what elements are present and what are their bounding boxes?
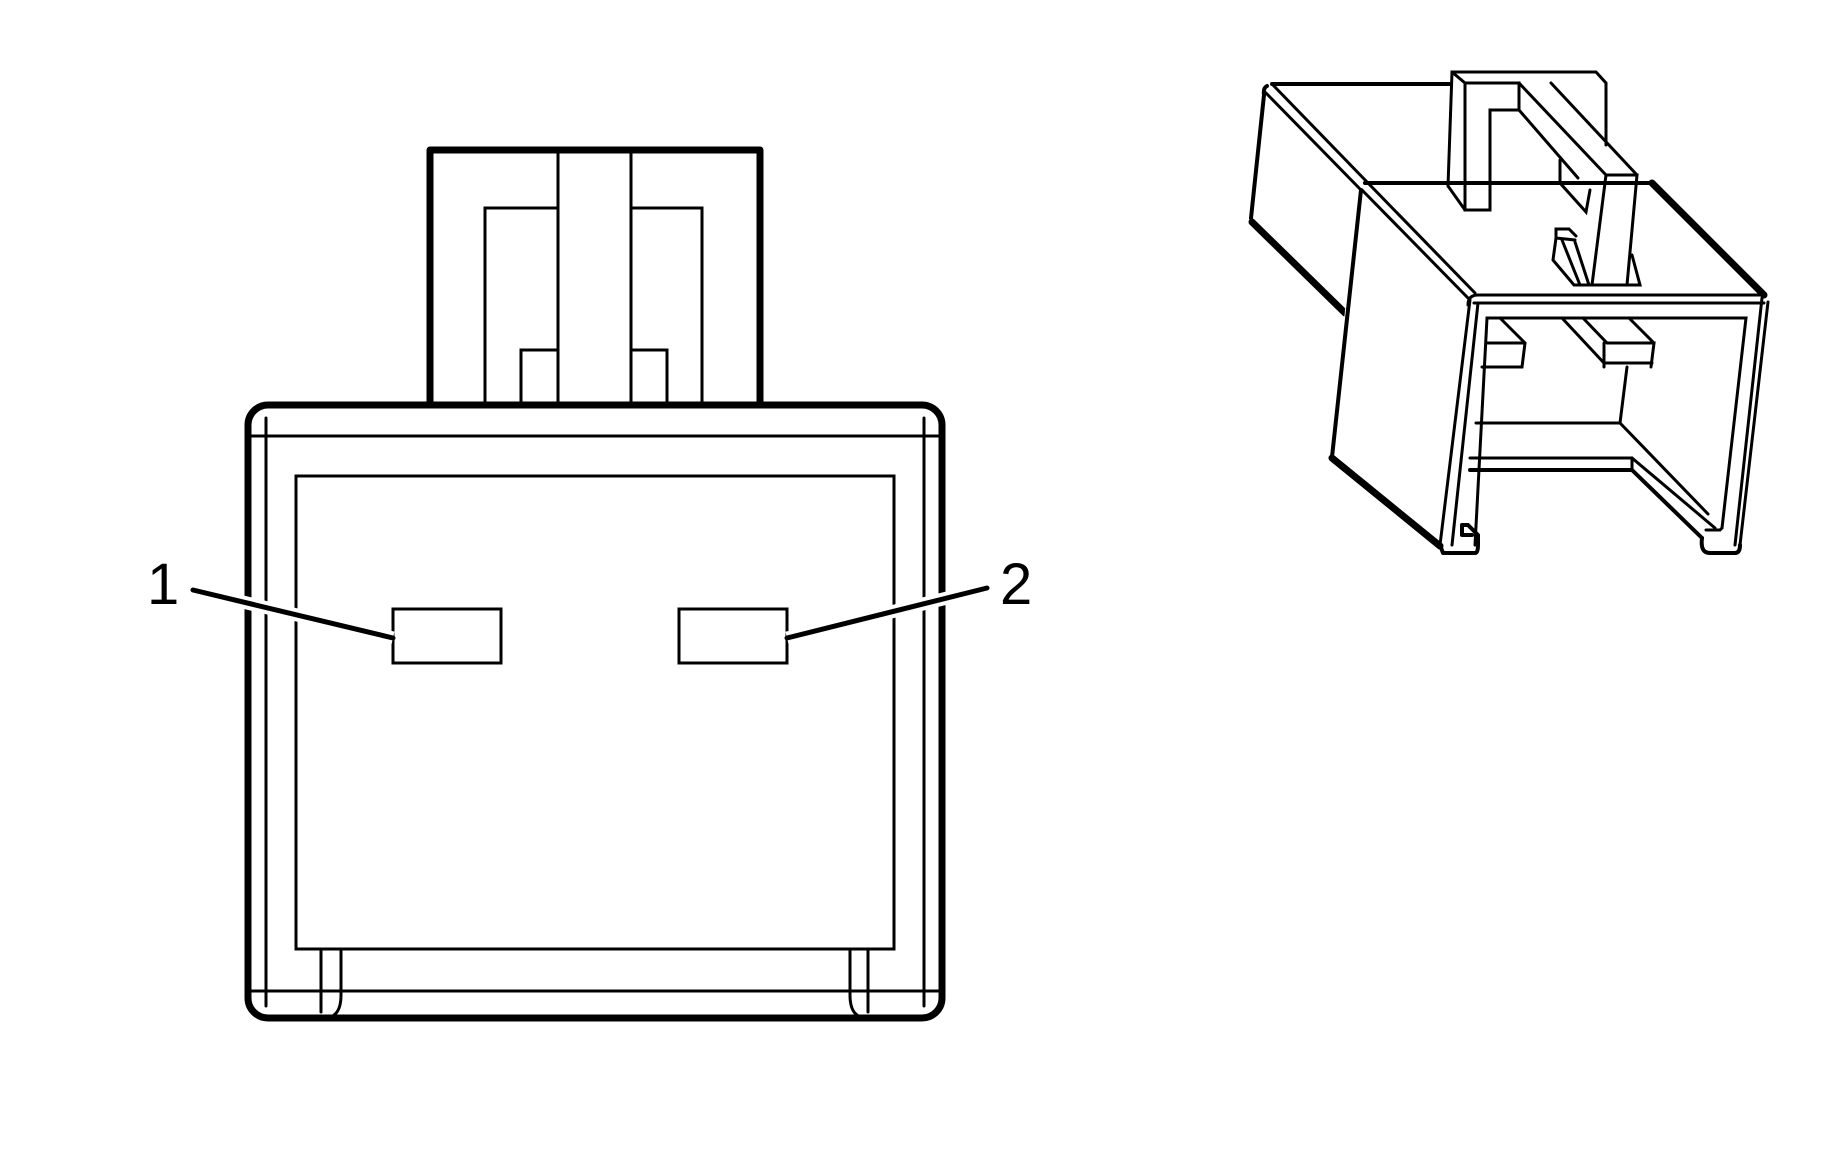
callout-label-2: 2	[1000, 552, 1032, 617]
callout-leader-1	[190, 583, 396, 645]
connector-face-view: 1 2	[147, 146, 1032, 1022]
rear-housing	[1248, 82, 1455, 317]
latch-tab	[426, 146, 764, 412]
terminal-cavity-1	[391, 607, 503, 665]
connector-isometric-view	[1248, 70, 1770, 555]
connector-body	[244, 401, 946, 1022]
callout-leader-2	[784, 581, 990, 645]
front-housing	[1328, 179, 1770, 555]
terminal-cavity-2	[677, 607, 789, 665]
latch-arm	[1446, 70, 1642, 287]
callout-label-1: 1	[147, 552, 179, 617]
